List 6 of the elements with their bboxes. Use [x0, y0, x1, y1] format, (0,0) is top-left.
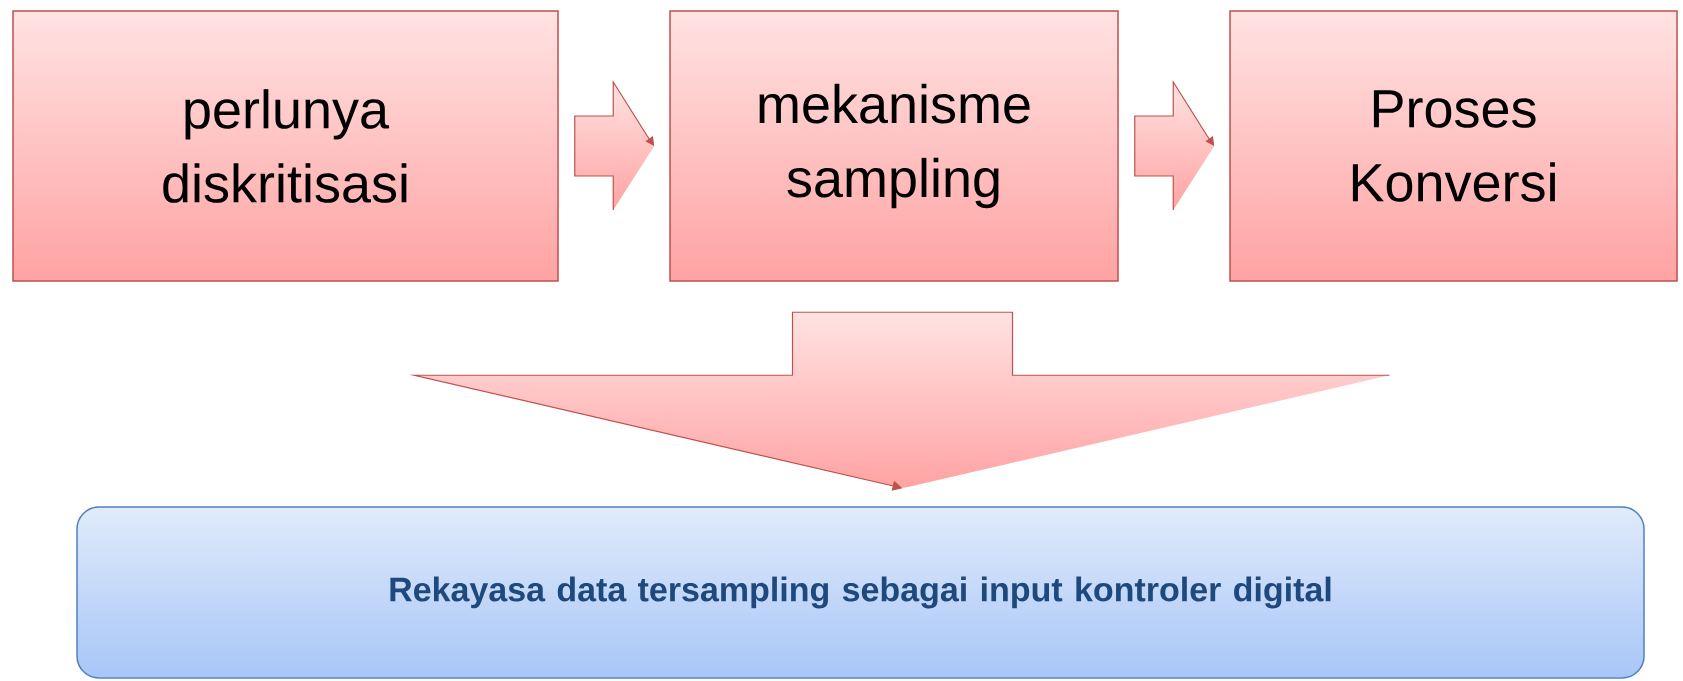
- process-box: Proses Konversi: [1229, 10, 1678, 282]
- process-box: perlunya diskritisasi: [12, 10, 559, 282]
- block-arrow: [1134, 79, 1215, 211]
- result-box: Rekayasa data tersampling sebagai input kontroler digital: [76, 506, 1645, 679]
- process-box: mekanisme sampling: [669, 10, 1119, 282]
- block-arrow: [574, 79, 655, 211]
